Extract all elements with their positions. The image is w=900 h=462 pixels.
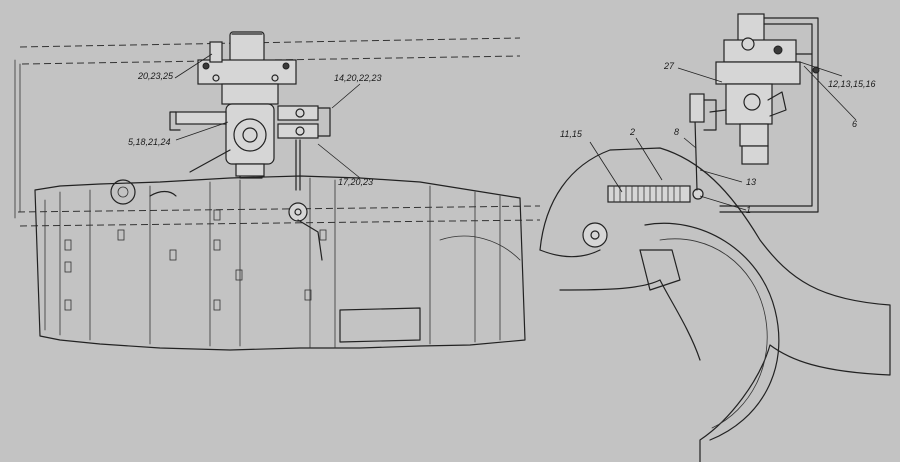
callout-12-13-15-16: 12,13,15,16	[828, 79, 876, 89]
callout-17-20-23: 17,20,23	[338, 177, 374, 187]
callout-27: 27	[664, 61, 675, 71]
callout-11-15: 11,15	[560, 129, 582, 139]
callout-14-20-22-23: 14,20,22,23	[334, 73, 382, 83]
left-assembly-view	[14, 31, 541, 351]
callout-5-18-21-24: 5,18,21,24	[128, 137, 171, 147]
callout-20-23-25: 20,23,25	[138, 71, 174, 81]
callout-2: 2	[630, 127, 636, 137]
callout-8: 8	[674, 127, 680, 137]
callout-1: 1	[746, 205, 752, 215]
callout-13: 13	[746, 177, 757, 187]
leader-lines	[174, 53, 857, 211]
callout-6: 6	[852, 119, 858, 129]
right-assembly-view	[539, 13, 891, 462]
